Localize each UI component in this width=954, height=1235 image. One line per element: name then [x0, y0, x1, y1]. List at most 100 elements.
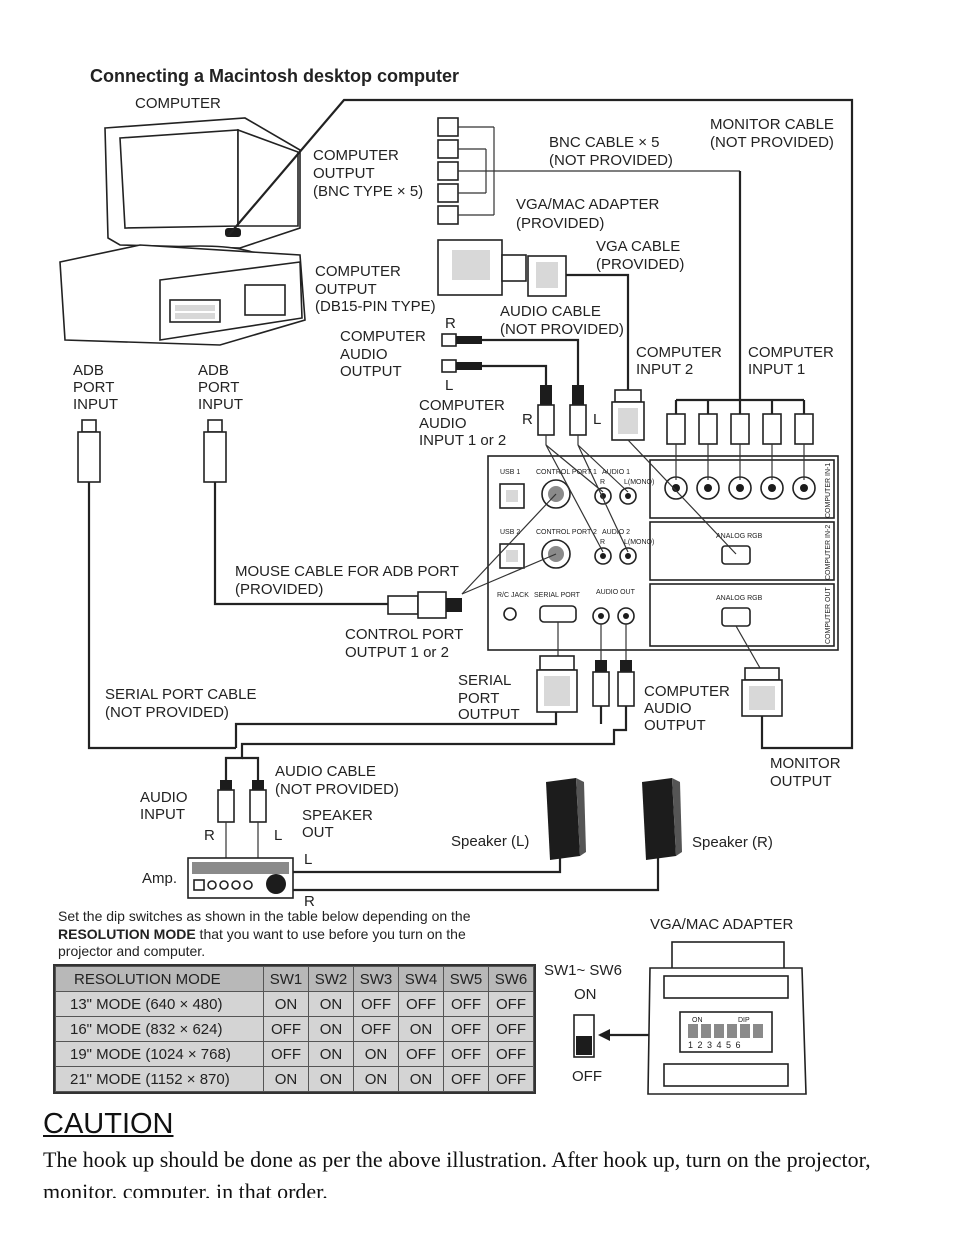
projector-rear-panel: USB 1 USB 2 CONTROL PORT 1 CONTROL PORT …: [487, 455, 839, 651]
computer-audio-input-label-2: AUDIO: [419, 415, 467, 432]
panel-audio-out-label: AUDIO OUT: [596, 589, 636, 596]
bnc-output-connectors: [437, 117, 742, 400]
computer-output-db15-label-2: OUTPUT: [315, 281, 377, 298]
header-sw4: SW4: [398, 966, 444, 992]
table-row: 16" MODE (832 × 624) OFF ON OFF ON OFF O…: [55, 1016, 534, 1042]
monitor-output-label-2: OUTPUT: [770, 773, 832, 790]
table-cell: OFF: [443, 1066, 489, 1092]
adb-port-input-right-label-2: PORT: [198, 379, 239, 396]
computer-output-bnc-label-3: (BNC TYPE × 5): [313, 183, 423, 200]
speaker-l-label: Speaker (L): [451, 833, 529, 850]
monitor-cable-label-1: MONITOR CABLE: [710, 116, 834, 133]
table-cell: OFF: [443, 1041, 489, 1067]
panel-serial-port-label: SERIAL PORT: [534, 592, 581, 599]
speaker-out-l-label: L: [304, 851, 312, 868]
table-cell: ON: [263, 991, 309, 1017]
table-cell: OFF: [353, 1016, 399, 1042]
table-cell: ON: [263, 1066, 309, 1092]
computer-audio-output-bottom-label-1: COMPUTER: [644, 683, 730, 700]
adb-port-input-left-label-1: ADB: [73, 362, 104, 379]
panel-analog-rgb-in-label: ANALOG RGB: [716, 533, 763, 540]
bnc-cable-label-2: (NOT PROVIDED): [549, 152, 673, 169]
vga-mac-adapter-bottom-label: VGA/MAC ADAPTER: [650, 916, 794, 933]
adb-port-input-left-label-3: INPUT: [73, 396, 118, 413]
table-cell: OFF: [488, 1016, 534, 1042]
bnc-cable-label-1: BNC CABLE × 5: [549, 134, 659, 151]
computer-illustration: COMPUTER: [59, 95, 306, 346]
computer-input-2-label-1: COMPUTER: [636, 344, 722, 361]
speaker-out-r-label: R: [304, 893, 315, 910]
switch-off-label: OFF: [572, 1068, 602, 1085]
table-cell: ON: [308, 1016, 354, 1042]
monitor-cable: [227, 98, 854, 750]
computer-output-db15-label-1: COMPUTER: [315, 263, 401, 280]
control-port-output-label-1: CONTROL PORT: [345, 626, 463, 643]
amp-icon: [187, 857, 294, 899]
monitor-cable-label-2: (NOT PROVIDED): [710, 134, 834, 151]
table-cell: ON: [398, 1016, 444, 1042]
serial-plug-icon: [536, 655, 578, 713]
resolution-mode-table: RESOLUTION MODE SW1 SW2 SW3 SW4 SW5 SW6 …: [53, 964, 536, 1094]
serial-port: [539, 605, 577, 623]
top-audio-r-label: R: [445, 315, 456, 332]
vga-plug-icon: [611, 389, 645, 441]
panel-control-port-1-label: CONTROL PORT 1: [536, 469, 597, 476]
table-row: 21" MODE (1152 × 870) ON ON ON ON OFF OF…: [55, 1066, 534, 1092]
speaker-out-label-2: OUT: [302, 824, 334, 841]
panel-rc-jack-label: R/C JACK: [497, 592, 529, 599]
adb-port-input-right-label-1: ADB: [198, 362, 229, 379]
table-cell: OFF: [443, 1016, 489, 1042]
computer-input-1-label-1: COMPUTER: [748, 344, 834, 361]
table-cell: OFF: [443, 991, 489, 1017]
table-header-row: RESOLUTION MODE SW1 SW2 SW3 SW4 SW5 SW6: [55, 966, 534, 992]
computer-output-db15-label-3: (DB15-PIN TYPE): [315, 298, 436, 315]
sw1-sw6-label: SW1~ SW6: [544, 962, 622, 979]
panel-audio-1-l-label: L(MONO): [624, 479, 654, 486]
speaker-right-icon: [642, 778, 682, 860]
panel-computer-out-label: COMPUTER OUT: [825, 587, 832, 645]
table-cell: ON: [398, 1066, 444, 1092]
connection-diagram: Connecting a Macintosh desktop computer …: [58, 66, 854, 1095]
table-cell: OFF: [488, 991, 534, 1017]
analog-rgb-out-port: [721, 607, 751, 627]
audio-cable-top-label-2: (NOT PROVIDED): [500, 321, 624, 338]
computer-audio-output-bottom-label-3: OUTPUT: [644, 717, 706, 734]
panel-audio-2-l-label: L(MONO): [624, 539, 654, 546]
caution-text: The hook up should be done as per the ab…: [43, 1147, 871, 1198]
computer-audio-output-top-label-2: AUDIO: [340, 346, 388, 363]
vga-mac-adapter-icon: [437, 239, 567, 297]
caution-heading: CAUTION: [43, 1108, 174, 1140]
panel-audio-2-r-label: R: [600, 539, 605, 546]
instruction-line-2: RESOLUTION MODE that you want to use bef…: [58, 926, 466, 942]
header-sw1: SW1: [263, 966, 309, 992]
table-cell: OFF: [263, 1016, 309, 1042]
dip-on-label: ON: [692, 1017, 703, 1024]
table-cell-mode: 21" MODE (1152 × 870): [55, 1066, 264, 1092]
computer-audio-output-plugs: R L: [441, 315, 580, 394]
vga-cable-label-1: VGA CABLE: [596, 238, 680, 255]
control-port-output-label-2: OUTPUT 1 or 2: [345, 644, 449, 661]
table-row: 19" MODE (1024 × 768) OFF ON ON OFF OFF …: [55, 1041, 534, 1067]
adb-plug-right-icon: [203, 419, 227, 483]
vga-cable-label-2: (PROVIDED): [596, 256, 684, 273]
panel-audio-2-label: AUDIO 2: [602, 529, 630, 536]
panel-computer-in-1-label: COMPUTER IN-1: [825, 463, 832, 518]
panel-usb1-label: USB 1: [500, 469, 520, 476]
computer-audio-output-bottom-label-2: AUDIO: [644, 700, 692, 717]
audio-input-label-1: AUDIO: [140, 789, 188, 806]
computer-audio-output-top-label-1: COMPUTER: [340, 328, 426, 345]
computer-output-bnc-label-1: COMPUTER: [313, 147, 399, 164]
adb-port-input-right-label-3: INPUT: [198, 396, 243, 413]
pointer-lines: [461, 439, 805, 595]
computer-audio-input-label-3: INPUT 1 or 2: [419, 432, 506, 449]
instruction-line-3: projector and computer.: [58, 943, 205, 959]
amp-label: Amp.: [142, 870, 177, 887]
audio-input-label-2: INPUT: [140, 806, 185, 823]
dip-label: DIP: [738, 1017, 750, 1024]
serial-port-output-label-2: PORT: [458, 690, 499, 707]
serial-port-cable-label-1: SERIAL PORT CABLE: [105, 686, 256, 703]
mouse-cable-label-1: MOUSE CABLE FOR ADB PORT: [235, 563, 459, 580]
speaker-r-label: Speaker (R): [692, 834, 773, 851]
header-sw3: SW3: [353, 966, 399, 992]
analog-rgb-in-port: [721, 545, 751, 565]
